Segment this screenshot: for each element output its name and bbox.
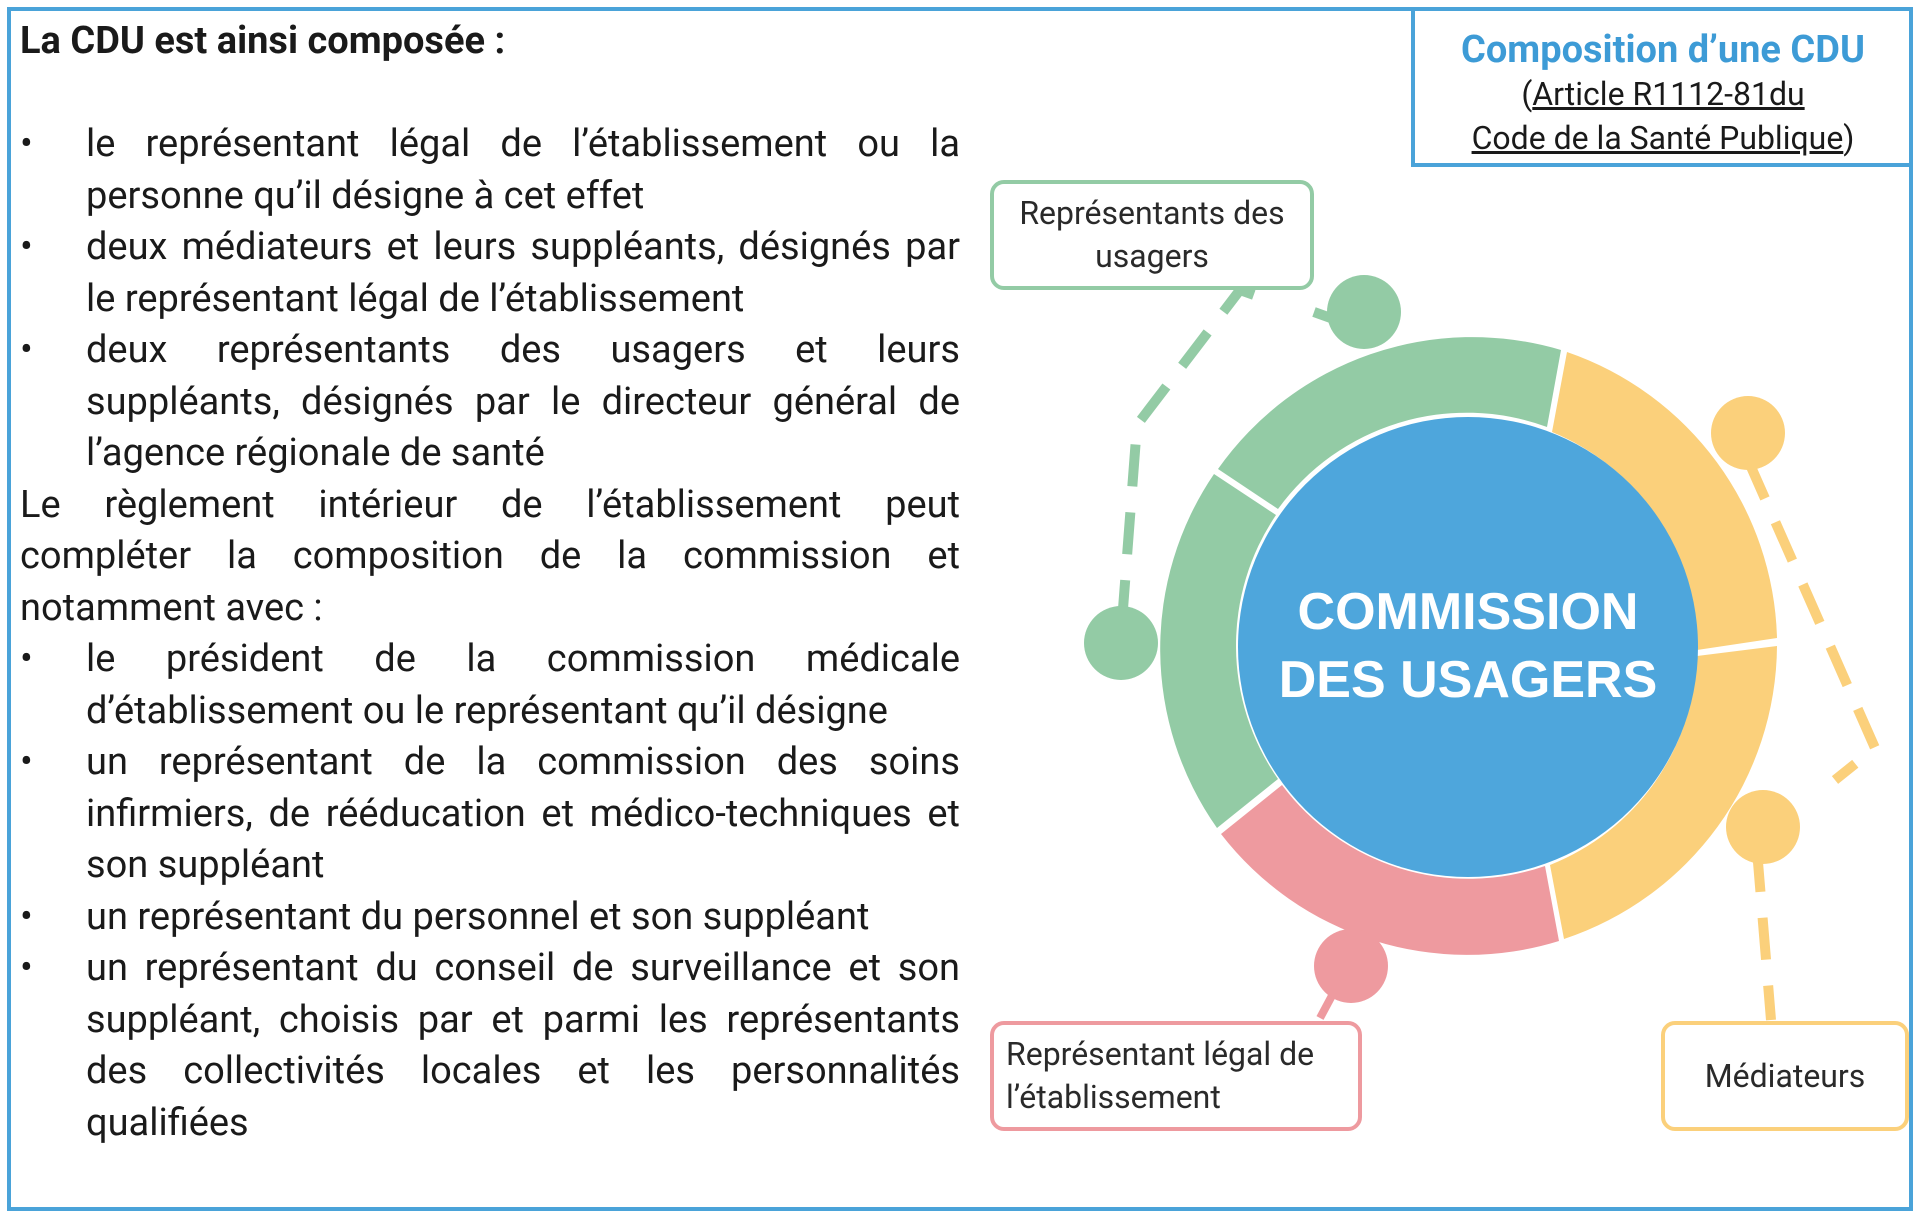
bullet: • [20,946,33,990]
list-item: •un représentant du conseil de surveilla… [20,943,960,1149]
list-item: •le président de la commission médicale … [20,634,960,737]
dot-legal [1314,929,1388,1003]
center-label-line-1: COMMISSION [1298,583,1639,641]
bullet: • [20,894,33,939]
bullet: • [20,328,33,372]
optional-members-list: •le président de la commission médicale … [20,634,960,1149]
dot-usagers-top [1327,275,1401,349]
center-circle [1238,417,1698,877]
ring-segment-yellow-top [1552,352,1777,650]
diagram-title: Composition d’une CDU [1460,28,1865,72]
text-heading: La CDU est ainsi composée : [20,19,506,63]
reference-line-2: Code de la Santé Publique [1471,119,1844,157]
title-box: Composition d’une CDU (Article R1112-81d… [1411,10,1911,167]
composition-text: La CDU est ainsi composée : •le représen… [20,16,960,1149]
dot-mediateurs-top [1711,396,1785,470]
center-label-line-2: DES USAGERS [1279,651,1658,709]
bullet: • [20,637,33,681]
list-item: •un représentant du personnel et son sup… [20,892,960,944]
connector-mediateurs [1743,457,1882,1021]
outer-frame [7,7,1913,1211]
list-item: •deux médiateurs et leurs suppléants, dé… [20,222,960,325]
bullet: • [20,740,33,784]
list-item: •le représentant légal de l’établissemen… [20,119,960,222]
label-representant-legal: Représentant légal de l’établissement [990,1021,1362,1131]
optional-members-intro: Le règlement intérieur de l’établissemen… [20,482,960,630]
ring-segment-usagers-top [1218,337,1561,509]
bullet: • [20,122,33,166]
label-representants-usagers: Représentants des usagers [990,180,1314,290]
legal-reference: (Article R1112-81du [1521,75,1805,113]
list-item: •deux représentants des usagers et leurs… [20,325,960,480]
list-item: •un représentant de la commission des so… [20,737,960,892]
legal-reference-line-2: Code de la Santé Publique) [1471,119,1855,157]
dot-mediateurs-bottom [1726,790,1800,864]
ring-segment-legal [1221,785,1559,955]
dot-usagers-left [1084,606,1158,680]
ring-segment-usagers-left [1160,474,1278,828]
mandatory-members-list: •le représentant légal de l’établissemen… [20,119,960,480]
reference-line-1: Article R1112-81du [1532,75,1805,113]
bullet: • [20,225,33,269]
label-mediateurs: Médiateurs [1661,1021,1909,1131]
ring-segment-yellow-bottom [1550,646,1777,939]
